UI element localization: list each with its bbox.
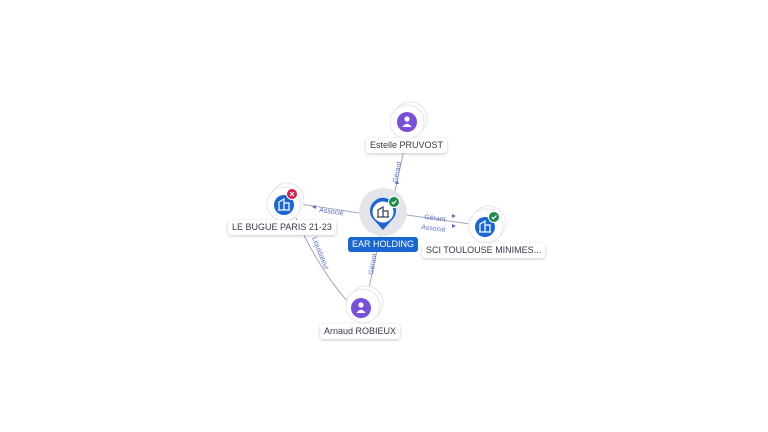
check-icon [391, 200, 397, 205]
person-icon-bg [351, 298, 371, 318]
building-icon [278, 197, 290, 211]
status-active-badge [388, 196, 400, 208]
node-estelle-pruvost[interactable] [389, 101, 428, 140]
edge-label-gerant-sci: Gérant [424, 214, 446, 224]
edge-label-gerant-estelle: Gérant [392, 161, 403, 183]
label-estelle-pruvost[interactable]: Estelle PRUVOST [366, 138, 448, 153]
arrow-head [395, 180, 399, 184]
arrow-head [452, 214, 456, 218]
person-icon [356, 302, 366, 313]
edge-label-liquidateur: Liquidateur [310, 236, 330, 271]
edge-center-lebugue [299, 203, 367, 215]
node-sci-toulouse[interactable] [468, 205, 507, 244]
edge-label-associe-lebugue: Associé [319, 207, 344, 217]
arrow-head [312, 205, 316, 209]
person-icon-bg [397, 112, 417, 132]
person-icon [402, 116, 412, 127]
arrow-head [452, 224, 456, 228]
node-ear-holding[interactable] [359, 188, 407, 236]
close-icon [289, 191, 295, 197]
node-le-bugue[interactable] [266, 182, 305, 222]
edge-arrows [312, 180, 456, 228]
edge-label-gerant-arnaud: Gérant [368, 253, 379, 275]
node-arnaud-robieux[interactable] [345, 285, 384, 324]
edge-label-associe-sci: Associé [421, 224, 446, 234]
edge-center-sci [399, 213, 471, 225]
status-active-badge [488, 211, 500, 223]
building-icon [479, 219, 491, 233]
label-ear-holding[interactable]: EAR HOLDING [348, 237, 419, 252]
check-icon [491, 215, 497, 220]
label-le-bugue[interactable]: LE BUGUE PARIS 21-23 [228, 220, 336, 235]
building-icon [377, 205, 389, 218]
label-sci-toulouse[interactable]: SCI TOULOUSE MINIMES... [422, 243, 546, 258]
label-arnaud-robieux[interactable]: Arnaud ROBIEUX [320, 324, 401, 339]
